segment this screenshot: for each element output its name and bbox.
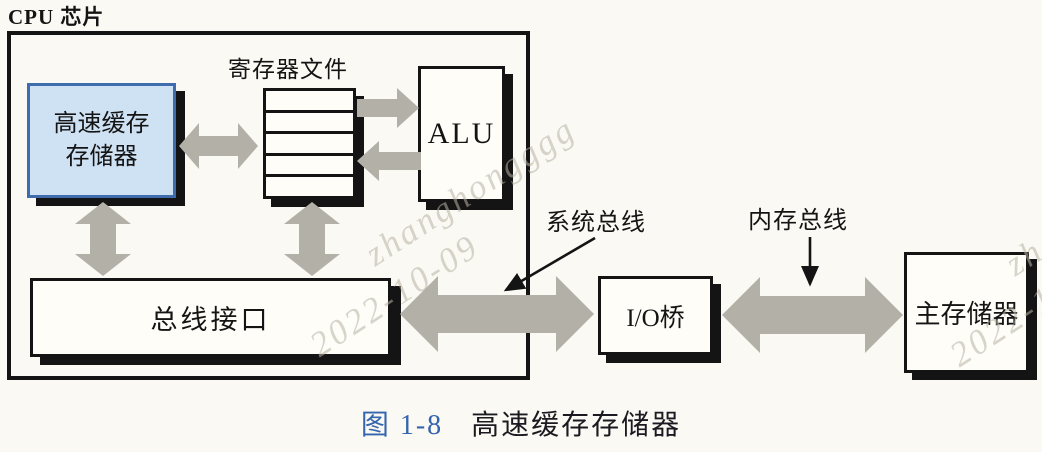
alu-label: ALU	[427, 117, 496, 150]
cpu-chip-label: CPU 芯片	[8, 5, 105, 29]
figure-number: 图 1-8	[360, 410, 444, 441]
register-file	[263, 88, 356, 199]
memory-bus-label: 内存总线	[748, 208, 848, 234]
bus-interface-box: 总线接口	[30, 278, 391, 357]
bus-interface-label: 总线接口	[150, 305, 271, 335]
register-file-label: 寄存器文件	[228, 57, 348, 82]
cache-memory-box: 高速缓存 存储器	[27, 83, 176, 198]
register-row	[266, 91, 353, 110]
io-bridge-label: I/O桥	[626, 304, 685, 332]
alu-box: ALU	[418, 66, 505, 202]
register-row	[266, 174, 353, 196]
system-bus-arrow	[400, 276, 594, 352]
cache-regfile-arrow	[179, 123, 258, 169]
register-row	[266, 152, 353, 175]
cpu-chip-outline	[7, 31, 530, 380]
memory-bus-pointer-arrow-icon	[800, 237, 820, 287]
register-row	[266, 109, 353, 132]
system-bus-pointer-arrow-icon	[503, 236, 596, 292]
main-memory-label: 主存储器	[914, 300, 1019, 329]
main-memory-box: 主存储器	[904, 252, 1029, 373]
cache-businterface-arrow	[75, 202, 131, 276]
figure-caption: 图 1-8 高速缓存存储器	[0, 403, 1042, 443]
cache-memory-label: 高速缓存 存储器	[53, 110, 150, 170]
regfile-to-alu-arrow	[357, 88, 419, 128]
regfile-businterface-arrow	[284, 202, 340, 276]
register-row	[266, 131, 353, 153]
io-bridge-box: I/O桥	[598, 276, 713, 355]
alu-to-regfile-arrow	[357, 141, 421, 181]
memory-bus-arrow	[722, 277, 903, 353]
figure-title: 高速缓存存储器	[471, 410, 682, 441]
system-bus-label: 系统总线	[546, 210, 646, 236]
